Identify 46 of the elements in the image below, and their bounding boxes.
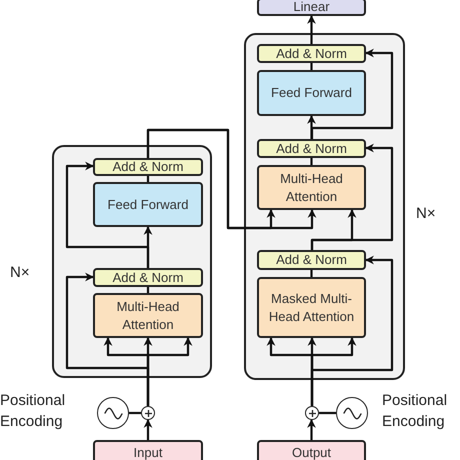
connector-arrow [307,115,316,139]
process-box [257,440,366,460]
node-label: Add & Norm [276,140,347,158]
process-box [257,139,366,158]
connector-arrow [310,48,394,139]
node-label: Feed Forward [108,196,188,214]
process-box [93,182,203,227]
process-box [93,293,203,338]
sine-wave-circle [336,397,368,429]
connector-arrow [310,256,394,406]
side-caption: Positional Encoding [382,391,448,432]
node-label: Output [292,444,332,460]
process-box [257,277,366,338]
node-label: Add & Norm [112,268,184,286]
layer-stack-panel [244,33,405,380]
process-box [257,165,366,210]
node-label: Add & Norm [276,251,347,269]
connector-arrow [307,419,316,440]
connector-arrow [66,162,150,268]
node-label: Multi-Head Attention [116,298,180,334]
process-box [257,0,366,16]
node-label: Add & Norm [276,44,347,62]
connector-arrow [66,272,150,406]
node-label: Feed Forward [271,84,352,102]
process-box [93,440,203,460]
connector-arrow [310,144,394,250]
side-caption: Positional Encoding [0,391,66,432]
connector-arrow [307,15,316,44]
node-label: Masked Multi-Head Attention [268,290,356,326]
connector-arrow [146,128,316,230]
layer-stack-panel [52,145,212,378]
side-caption: N× [10,263,31,283]
connector-arrow [144,419,152,440]
process-box [257,70,366,116]
node-label: Multi-Head Attention [279,170,344,206]
sine-wave-circle [97,397,129,429]
node-label: Linear [293,0,330,16]
node-label: Input [134,444,162,460]
process-box [93,268,203,287]
sum-circle [141,406,155,420]
node-label: Add & Norm [112,158,184,176]
process-box [257,250,366,270]
sum-circle [305,406,319,420]
process-box [257,44,366,63]
side-caption: N× [416,204,437,224]
process-box [93,158,203,176]
